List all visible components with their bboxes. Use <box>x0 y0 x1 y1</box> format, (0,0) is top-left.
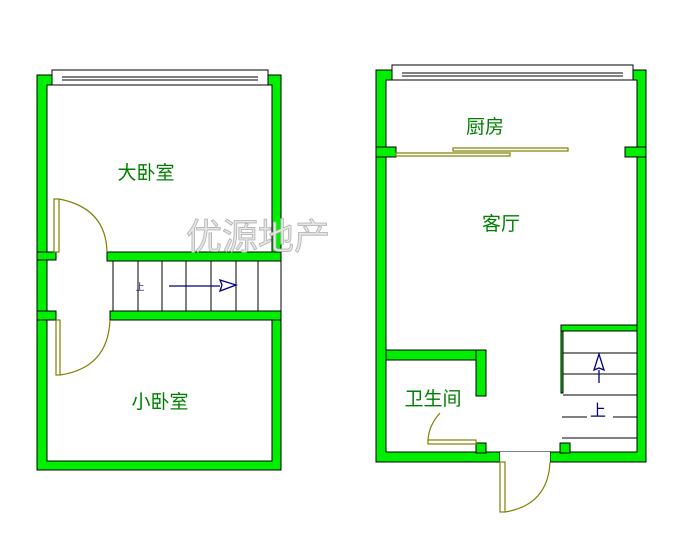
stair-up-label: 上 <box>135 282 144 293</box>
lower-floor-plan: 上 厨房 客厅 卫生间 <box>375 64 647 513</box>
wall-stub <box>475 442 487 454</box>
door-swing-arc <box>58 198 108 253</box>
door-swing-arc <box>427 412 441 441</box>
door-small-bedroom[interactable] <box>55 319 111 376</box>
wall-stub <box>559 442 571 454</box>
door-bathroom[interactable] <box>427 412 477 445</box>
entrance-door[interactable] <box>499 461 551 513</box>
staircase-lower: 上 <box>560 324 638 439</box>
corridor-opening <box>47 252 57 320</box>
upper-floor-plan: 上 大卧室 小卧室 <box>36 69 282 471</box>
door-master-bedroom[interactable] <box>53 198 108 253</box>
wall-bathroom-right <box>475 349 487 397</box>
wall-stub-kitchen-right <box>624 146 647 158</box>
stair-up-label: 上 <box>590 401 606 420</box>
stair-arrow-icon <box>218 278 239 293</box>
door-swing-arc <box>504 461 551 513</box>
door-leaf <box>499 461 506 513</box>
door-swing-arc <box>59 319 111 376</box>
wall-lower-corridor <box>109 310 282 321</box>
room-label-living-room: 客厅 <box>482 213 520 235</box>
watermark: 优源地产 <box>186 217 330 258</box>
room-label-bathroom: 卫生间 <box>404 388 461 410</box>
kitchen-sliding-door[interactable] <box>395 147 569 157</box>
door-leaf <box>53 198 60 253</box>
sliding-panel <box>452 147 569 152</box>
staircase-upper: 上 <box>112 260 282 312</box>
room-label-small-bedroom: 小卧室 <box>131 391 188 413</box>
door-leaf <box>55 319 61 376</box>
wall-bathroom-top <box>385 349 487 361</box>
wall-stub-kitchen-left <box>375 146 397 158</box>
room-label-kitchen: 厨房 <box>466 116 504 138</box>
stair-wall-left <box>560 330 564 394</box>
wall-stub <box>36 251 57 261</box>
stair-wall-top <box>560 324 638 332</box>
room-label-master-bedroom: 大卧室 <box>117 162 174 184</box>
door-leaf <box>427 439 477 445</box>
entrance-opening <box>500 452 550 462</box>
stair-arrow-icon <box>592 351 606 372</box>
wall-stub <box>36 310 57 321</box>
sliding-panel <box>395 152 511 157</box>
